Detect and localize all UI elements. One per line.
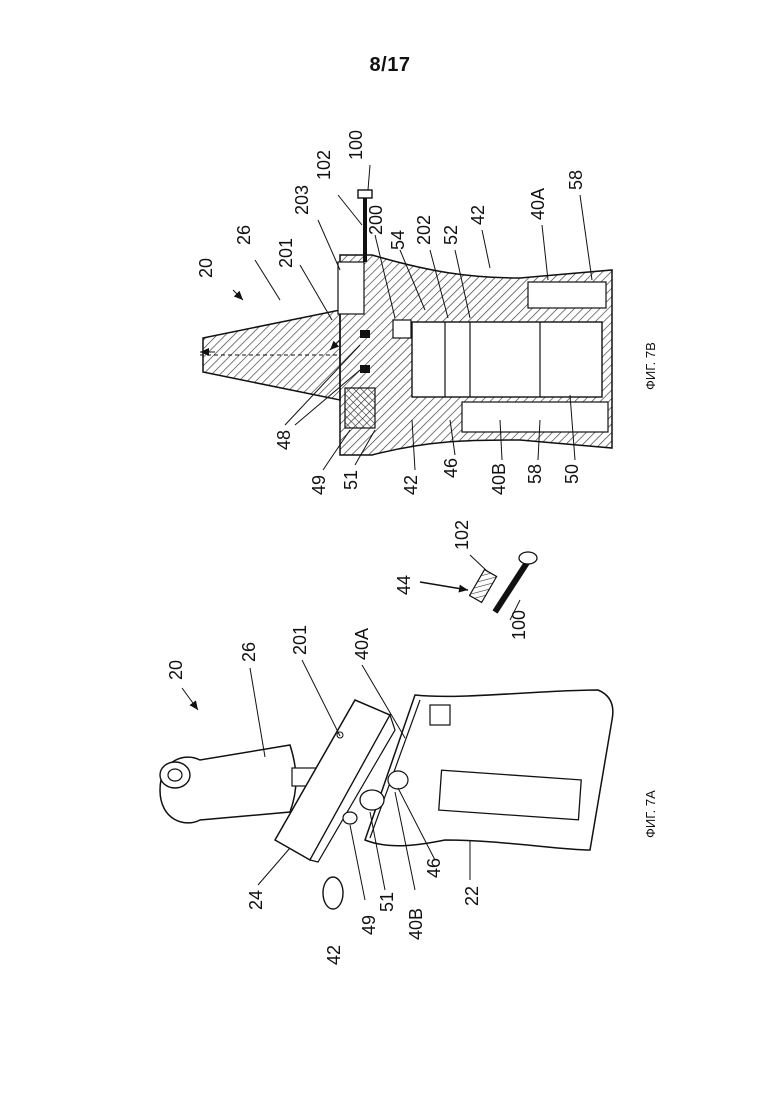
disc-42 (323, 877, 343, 909)
fig7b-label-40b: 40B (489, 463, 509, 495)
detail-label-102: 102 (452, 520, 472, 550)
fig7b-label-42-bottom: 42 (401, 475, 421, 495)
chamber-50 (412, 322, 602, 397)
fig7a-label-40b: 40B (406, 908, 426, 940)
fig7b-label-26: 26 (234, 225, 254, 245)
figure-7b: 20 26 201 203 102 100 200 54 202 52 42 4… (196, 130, 658, 495)
fig7b-label-58-bottom: 58 (525, 464, 545, 484)
part-49-51 (343, 812, 357, 824)
fig7b-label-54: 54 (388, 230, 408, 250)
bore-40a (528, 282, 606, 308)
part-46 (360, 790, 384, 810)
fig7b-label-48: 48 (274, 430, 294, 450)
fig7a-label-26: 26 (239, 642, 259, 662)
screw-100-detail (495, 558, 530, 612)
fig7b-label-58-top: 58 (566, 170, 586, 190)
fig7a-label-40a: 40A (352, 628, 372, 660)
fig7a-label-24: 24 (246, 890, 266, 910)
fig7b-label-46: 46 (441, 458, 461, 478)
fig7b-label-102: 102 (314, 150, 334, 180)
figure-7a: 20 26 201 40A 24 42 49 51 40B 46 22 ФИГ.… (160, 625, 658, 965)
detail-label-100: 100 (509, 610, 529, 640)
cavity-203 (338, 262, 364, 314)
part-49 (345, 388, 375, 428)
fig7a-label-22: 22 (462, 886, 482, 906)
fig7b-label-200: 200 (366, 205, 386, 235)
detail-label-44: 44 (394, 575, 414, 595)
fig7b-label-51: 51 (341, 470, 361, 490)
fig7b-label-20: 20 (196, 258, 216, 278)
part-200 (393, 320, 411, 338)
fig7b-label-100: 100 (346, 130, 366, 160)
fig7b-label-201: 201 (276, 238, 296, 268)
fig7b-label-52: 52 (441, 225, 461, 245)
part-102 (470, 570, 497, 603)
fig7b-label-202: 202 (414, 215, 434, 245)
fig7a-label-201: 201 (290, 625, 310, 655)
part-40b (388, 771, 408, 789)
fig7b-label-42-top: 42 (468, 205, 488, 225)
detail-44: 44 102 100 (394, 520, 537, 640)
fig7a-label-20: 20 (166, 660, 186, 680)
fig7b-label-49: 49 (309, 475, 329, 495)
fig7b-label-203: 203 (292, 185, 312, 215)
fig7a-label-42: 42 (324, 945, 344, 965)
fig7a-label-51: 51 (377, 892, 397, 912)
fig7a-label-46: 46 (424, 858, 444, 878)
fig7b-label-50: 50 (562, 464, 582, 484)
fig7a-caption: ФИГ. 7А (643, 790, 658, 838)
fig7b-label-40a: 40A (528, 188, 548, 220)
seal-48b (360, 365, 370, 373)
bore-40b (462, 402, 608, 432)
fig7b-caption: ФИГ. 7В (643, 342, 658, 390)
fig7a-label-49: 49 (359, 915, 379, 935)
seal-48a (360, 330, 370, 338)
